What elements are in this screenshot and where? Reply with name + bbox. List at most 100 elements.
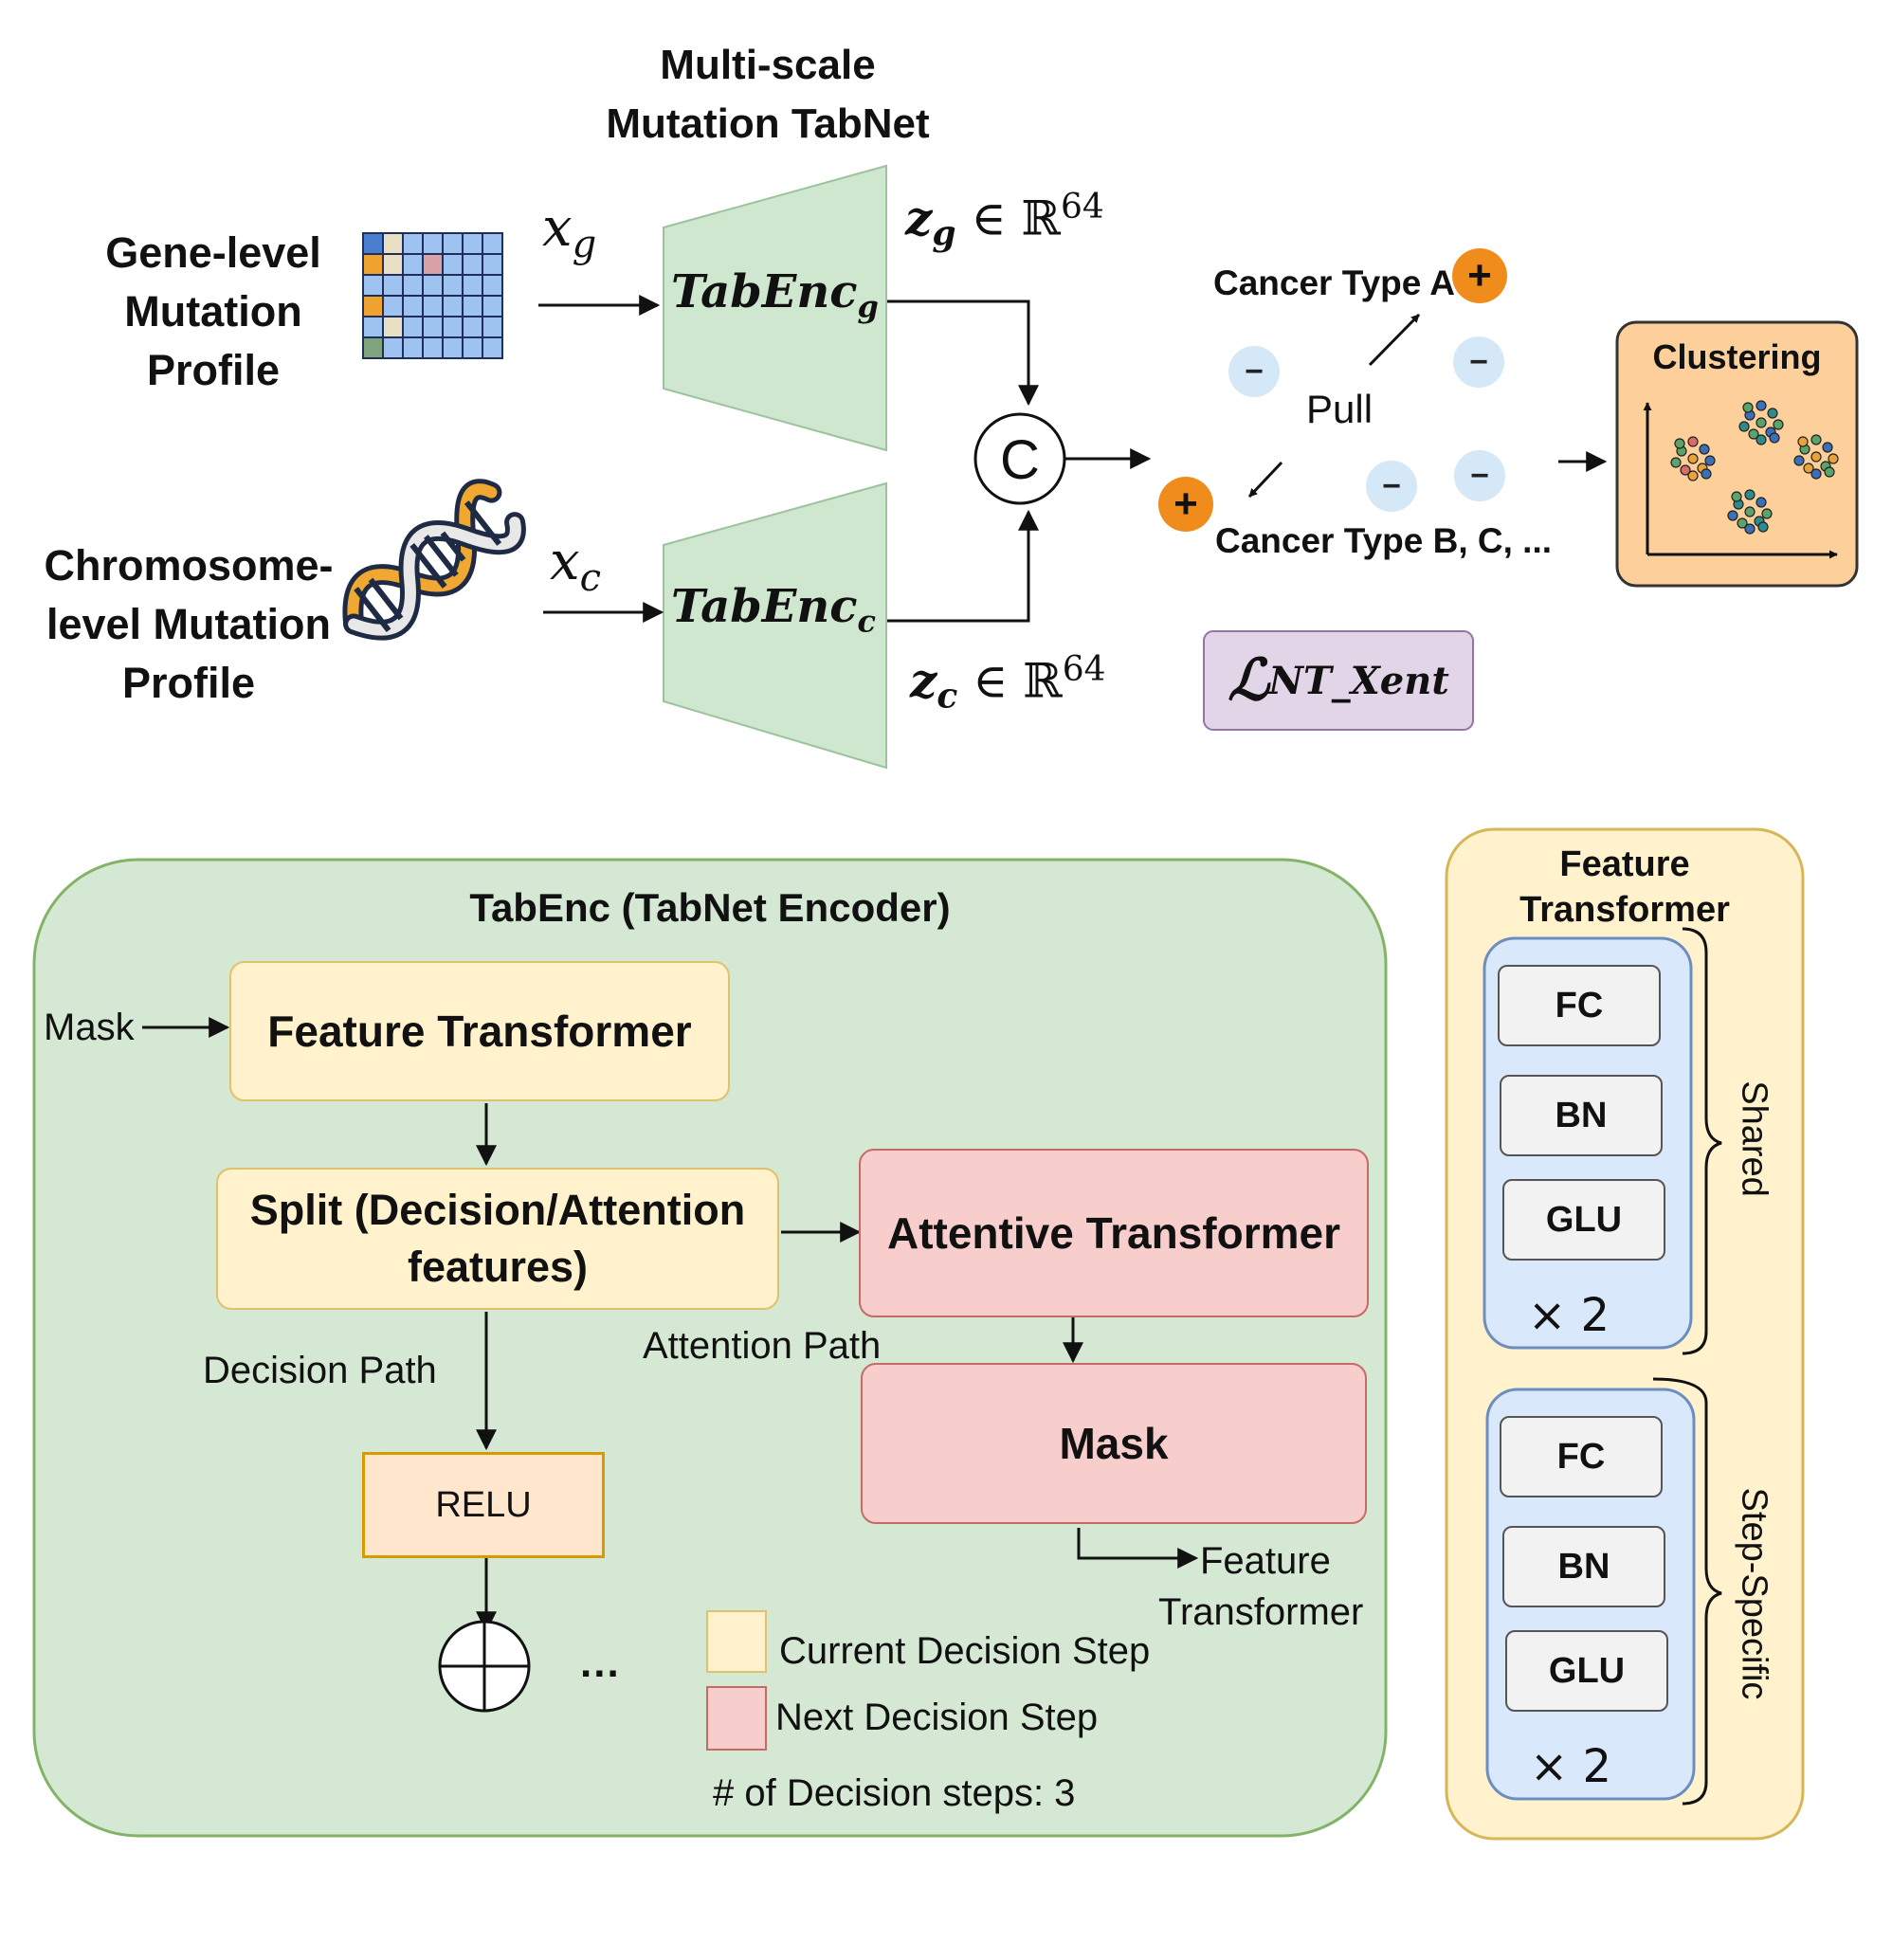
- loss-base: ℒ: [1228, 647, 1269, 714]
- tabenc-g-label: TabEncg: [671, 265, 879, 325]
- negative-sample-1: −: [1228, 346, 1280, 397]
- legend-next-swatch: [706, 1686, 767, 1751]
- attention-path-label: Attention Path: [643, 1325, 882, 1367]
- cluster-point: [1810, 434, 1822, 445]
- heatmap-cell: [462, 274, 483, 297]
- feature-transformer-output-label: Feature Transformer: [1158, 1535, 1363, 1638]
- cluster-point: [1742, 402, 1754, 413]
- heatmap-cell: [382, 232, 404, 255]
- heatmap-cell: [462, 253, 483, 276]
- step-glu-block: GLU: [1505, 1630, 1668, 1712]
- clustering-title: Clustering: [1652, 337, 1822, 376]
- heatmap-cell: [402, 295, 424, 318]
- negative-sample-4: −: [1454, 450, 1505, 501]
- cancer-type-b-label: Cancer Type B, C, ...: [1215, 521, 1553, 560]
- cluster-point: [1744, 506, 1756, 517]
- split-line2: features): [407, 1243, 589, 1291]
- xc-symbol: xc: [550, 531, 601, 600]
- heatmap-cell: [442, 232, 464, 255]
- negative-sample-2: −: [1453, 336, 1504, 388]
- cluster-point: [1680, 464, 1691, 476]
- concat-symbol: C: [1000, 428, 1040, 491]
- clustering-panel: [1615, 320, 1859, 588]
- xc-base: x: [550, 531, 580, 592]
- split-box: Split (Decision/Attention features): [216, 1168, 779, 1310]
- pull-label: Pull: [1306, 387, 1374, 431]
- tabenc-title: TabEnc (TabNet Encoder): [469, 885, 951, 930]
- chrom-label-line1: Chromosome-: [44, 541, 334, 590]
- cluster-point: [1828, 453, 1839, 464]
- cluster-point: [1701, 468, 1712, 480]
- heatmap-cell: [382, 274, 404, 297]
- cluster-point: [1761, 508, 1773, 519]
- heatmap-cell: [442, 274, 464, 297]
- cluster-point: [1744, 489, 1756, 500]
- heatmap-cell: [462, 316, 483, 338]
- tabenc-c-label: TabEncc: [671, 580, 876, 640]
- dna-helix-icon: [342, 479, 526, 641]
- heatmap-cell: [382, 316, 404, 338]
- cluster-point: [1810, 451, 1822, 463]
- cluster-point: [1674, 438, 1685, 449]
- aggregate-add-icon: [438, 1620, 531, 1713]
- heatmap-cell: [422, 274, 444, 297]
- heatmap-cell: [482, 295, 503, 318]
- step-repeat-label: × 2: [1530, 1740, 1612, 1793]
- cluster-point: [1756, 434, 1767, 445]
- shared-bn-block: BN: [1500, 1075, 1663, 1156]
- cluster-point: [1756, 417, 1767, 428]
- legend-current-swatch: [706, 1610, 767, 1673]
- zg-rel: ∈ ℝ: [971, 191, 1061, 246]
- tabnet-title-line1: Multi-scale: [660, 42, 876, 88]
- tabenc-container: [32, 858, 1388, 1838]
- shared-label: Shared: [1734, 1080, 1774, 1197]
- gene-label-line3: Profile: [146, 346, 281, 394]
- cluster-point: [1670, 457, 1682, 468]
- gene-mutation-heatmap-icon: [362, 232, 503, 359]
- cluster-point: [1738, 421, 1750, 432]
- positive-sample-b: +: [1158, 477, 1213, 532]
- shared-brace: [1682, 927, 1722, 1355]
- heatmap-cell: [402, 232, 424, 255]
- heatmap-cell: [442, 295, 464, 318]
- zg-sub: g: [932, 213, 956, 254]
- tabenc-g-trapezoid: [663, 164, 887, 452]
- positive-sample-a: +: [1452, 248, 1507, 303]
- cluster-point: [1699, 444, 1710, 455]
- heatmap-cell: [482, 336, 503, 359]
- heatmap-cell: [382, 253, 404, 276]
- heatmap-cell: [482, 232, 503, 255]
- cluster-point: [1769, 432, 1780, 444]
- feature-out-line2: Transformer: [1158, 1591, 1364, 1633]
- loss-box: [1203, 630, 1474, 731]
- shared-repeat-label: × 2: [1528, 1289, 1610, 1342]
- arrow-zg-to-concat: [887, 299, 1039, 407]
- cluster-point: [1822, 442, 1833, 453]
- heatmap-cell: [422, 316, 444, 338]
- legend-next-label: Next Decision Step: [775, 1697, 1099, 1738]
- cluster-point: [1757, 521, 1769, 533]
- cancer-type-a-label: Cancer Type A: [1213, 263, 1455, 302]
- step-bn-block: BN: [1502, 1526, 1665, 1607]
- cluster-point: [1797, 436, 1809, 447]
- step-fc-block: FC: [1500, 1416, 1663, 1497]
- heatmap-cell: [442, 253, 464, 276]
- ft-panel-title-line1: Feature: [1559, 844, 1690, 884]
- ft-panel-title-line2: Transformer: [1519, 890, 1730, 930]
- heatmap-cell: [462, 295, 483, 318]
- heatmap-cell: [422, 336, 444, 359]
- zc-sub: c: [937, 676, 958, 717]
- heatmap-cell: [442, 336, 464, 359]
- heatmap-cell: [402, 274, 424, 297]
- tabenc-c-sub: c: [857, 603, 876, 640]
- tabnet-title-line2: Mutation TabNet: [606, 100, 930, 147]
- heatmap-cell: [482, 253, 503, 276]
- heatmap-cell: [462, 336, 483, 359]
- cluster-point: [1704, 455, 1716, 466]
- cluster-point: [1687, 436, 1699, 447]
- arrow-mask-to-ft: [1077, 1528, 1199, 1569]
- xg-sub: g: [572, 223, 597, 267]
- gene-label-line1: Gene-level: [105, 228, 321, 277]
- cluster-point: [1687, 453, 1699, 464]
